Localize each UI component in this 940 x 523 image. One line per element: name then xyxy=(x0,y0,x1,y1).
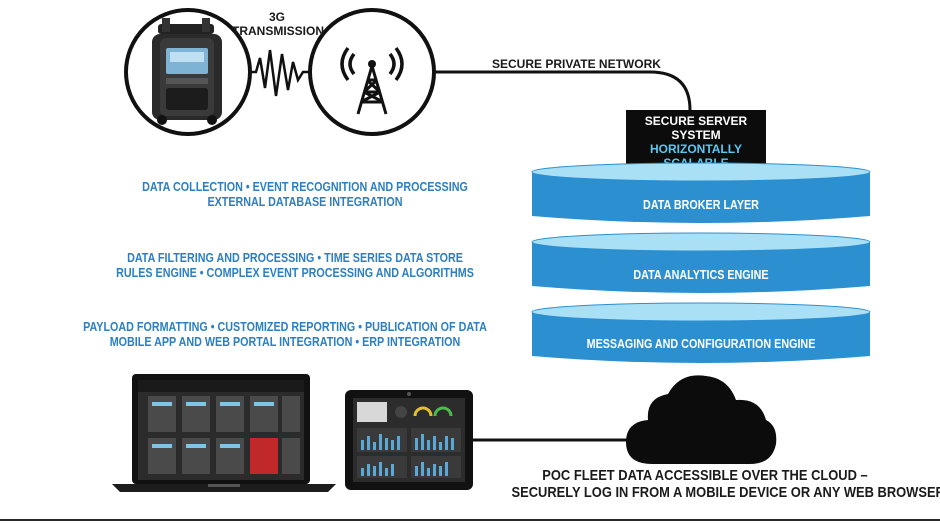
layer-desc-analytics-line2: RULES ENGINE • COMPLEX EVENT PROCESSING … xyxy=(116,266,474,280)
layer-name-analytics: DATA ANALYTICS ENGINE xyxy=(633,268,769,282)
cell-tower-icon xyxy=(340,46,404,115)
transmission-label: 3G TRANSMISSION xyxy=(232,10,325,38)
layer-desc-broker-line2: EXTERNAL DATABASE INTEGRATION xyxy=(207,195,403,209)
layer-disc-broker xyxy=(531,162,871,223)
layer-disc-messaging xyxy=(531,302,871,363)
concentrator-icon xyxy=(152,18,222,125)
bottom-divider xyxy=(0,519,940,521)
cloud-caption-line1: POC FLEET DATA ACCESSIBLE OVER THE CLOUD… xyxy=(542,467,868,484)
layer-desc-messaging-line1: PAYLOAD FORMATTING • CUSTOMIZED REPORTIN… xyxy=(83,320,487,334)
laptop-icon xyxy=(112,374,336,492)
cloud-icon xyxy=(626,375,777,464)
layer-desc-messaging: PAYLOAD FORMATTING • CUSTOMIZED REPORTIN… xyxy=(57,320,513,350)
cloud-caption-line2: SECURELY LOG IN FROM A MOBILE DEVICE OR … xyxy=(511,484,940,501)
signal-wave xyxy=(250,49,310,97)
layer-name-messaging: MESSAGING AND CONFIGURATION ENGINE xyxy=(586,337,816,351)
network-line xyxy=(434,70,692,112)
layer-desc-analytics: DATA FILTERING AND PROCESSING • TIME SER… xyxy=(76,251,515,281)
server-line1: SECURE SERVER SYSTEM xyxy=(644,114,748,142)
network-label: SECURE PRIVATE NETWORK xyxy=(492,57,661,71)
tablet-icon xyxy=(345,390,473,490)
layer-disc-analytics xyxy=(531,232,871,293)
transmission-line2: TRANSMISSION xyxy=(232,24,325,38)
layer-desc-broker-line1: DATA COLLECTION • EVENT RECOGNITION AND … xyxy=(142,180,468,194)
cloud-caption: POC FLEET DATA ACCESSIBLE OVER THE CLOUD… xyxy=(511,467,940,501)
transmission-line1: 3G xyxy=(268,10,285,24)
layer-desc-messaging-line2: MOBILE APP AND WEB PORTAL INTEGRATION • … xyxy=(109,335,461,349)
layer-desc-analytics-line1: DATA FILTERING AND PROCESSING • TIME SER… xyxy=(127,251,463,265)
layers-stack xyxy=(531,162,871,363)
layer-name-broker: DATA BROKER LAYER xyxy=(643,198,759,212)
layer-desc-broker: DATA COLLECTION • EVENT RECOGNITION AND … xyxy=(94,180,515,210)
